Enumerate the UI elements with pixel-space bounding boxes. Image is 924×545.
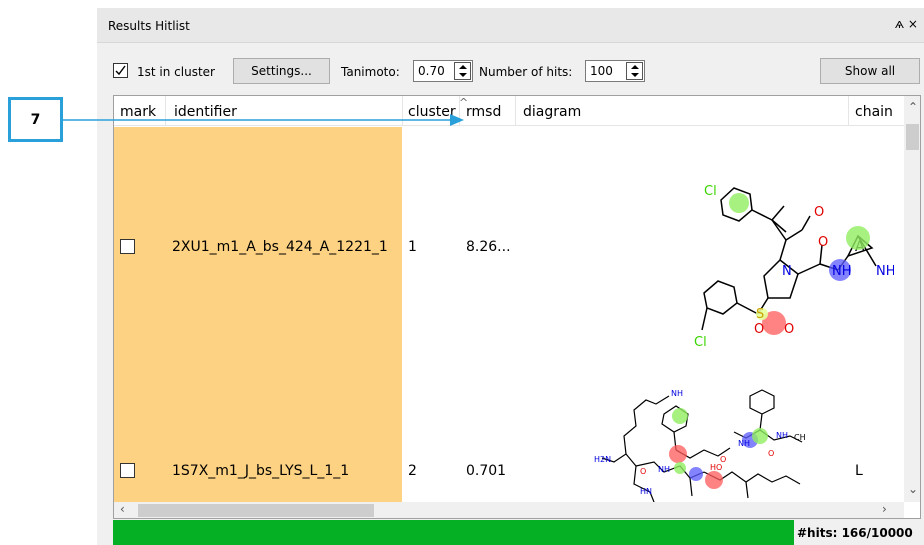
tanimoto-spinbox[interactable]: 0.70 (413, 60, 473, 82)
scroll-down-icon[interactable]: ⌄ (908, 482, 919, 496)
number-of-hits-label: Number of hits: (479, 65, 573, 79)
column-header-mark[interactable]: mark (120, 104, 157, 120)
atom-label: HO (710, 463, 722, 472)
atom-label: NH (658, 465, 670, 474)
panel-title-bar: Results Hitlist ѧ × (97, 8, 924, 43)
atom-label: O (818, 235, 828, 250)
vertical-scroll-thumb[interactable] (906, 124, 919, 150)
row-identifier[interactable]: 2XU1_m1_A_bs_424_A_1221_1 (172, 239, 388, 255)
scroll-right-icon[interactable]: › (882, 502, 887, 516)
molecule-diagram-2: NH H2N NH O HN O NH O HO NH CH (594, 389, 806, 502)
vertical-scrollbar[interactable]: ⌃ ⌄ (904, 96, 920, 502)
atom-label: NH (738, 439, 750, 448)
row-mark-checkbox[interactable] (120, 463, 135, 478)
callout-number: 7 (30, 111, 41, 128)
atom-label: NH (671, 389, 683, 398)
tanimoto-label: Tanimoto: (341, 65, 400, 79)
horizontal-scrollbar[interactable]: ‹ › (114, 502, 904, 518)
column-header-identifier[interactable]: identifier (174, 104, 237, 120)
float-close-icon[interactable]: ѧ × (894, 17, 918, 31)
molecule-diagram-1-structure: Cl O O N NH NH S O O Cl (694, 184, 894, 350)
atom-label: O (768, 449, 774, 458)
tanimoto-stepper-icon[interactable] (454, 62, 471, 80)
atom-label: O (784, 322, 794, 337)
number-of-hits-value[interactable]: 100 (590, 64, 613, 78)
atom-label: CH (794, 433, 806, 442)
first-in-cluster-checkbox[interactable] (113, 63, 128, 78)
tanimoto-value[interactable]: 0.70 (418, 64, 445, 78)
progress-bar (113, 520, 794, 545)
row-rmsd: 8.26... (466, 239, 511, 255)
scroll-up-icon[interactable]: ⌃ (908, 100, 919, 114)
callout-badge: 7 (8, 97, 63, 142)
column-header-diagram[interactable]: diagram (523, 104, 582, 120)
atom-label: O (754, 322, 764, 337)
sort-indicator-icon: ^ (459, 96, 469, 109)
atom-label: HN (640, 487, 652, 496)
panel-title: Results Hitlist (108, 19, 190, 33)
row-mark-checkbox[interactable] (120, 239, 135, 254)
row-identifier[interactable]: 1S7X_m1_J_bs_LYS_L_1_1 (172, 463, 350, 479)
atom-label: O (640, 467, 646, 476)
number-of-hits-spinbox[interactable]: 100 (585, 60, 645, 82)
atom-label: NH (876, 264, 894, 279)
column-header-cluster[interactable]: cluster (408, 104, 456, 120)
atom-label: O (720, 455, 726, 464)
first-in-cluster-label[interactable]: 1st in cluster (137, 65, 215, 79)
mark-highlight-column (114, 127, 402, 502)
results-hitlist-panel: Results Hitlist ѧ × 1st in cluster Setti… (97, 8, 924, 545)
column-header-chain[interactable]: chain (855, 104, 893, 120)
atom-label: S (756, 307, 764, 322)
row-chain: L (855, 463, 863, 479)
settings-button[interactable]: Settings... (233, 58, 330, 84)
atom-label: O (814, 205, 824, 220)
atom-label: Cl (694, 335, 707, 350)
scroll-left-icon[interactable]: ‹ (120, 502, 125, 516)
results-table: mark identifier cluster ^ rmsd diagram c… (113, 95, 921, 519)
table-header: mark identifier cluster ^ rmsd diagram c… (114, 96, 904, 126)
horizontal-scroll-thumb[interactable] (138, 504, 374, 517)
column-header-rmsd[interactable]: rmsd (466, 104, 502, 120)
row-cluster: 2 (408, 463, 417, 479)
atom-label: N (782, 264, 792, 279)
row-rmsd: 0.701 (466, 463, 507, 479)
atom-label: H2N (594, 455, 611, 464)
hits-count: #hits: 166/10000 (797, 526, 913, 540)
checkmark-icon (115, 65, 126, 76)
show-all-button[interactable]: Show all (820, 58, 920, 84)
atom-label: NH (776, 431, 788, 440)
atom-label: Cl (704, 184, 717, 199)
atom-label: NH (832, 264, 852, 279)
hits-stepper-icon[interactable] (626, 62, 643, 80)
row-cluster: 1 (408, 239, 417, 255)
